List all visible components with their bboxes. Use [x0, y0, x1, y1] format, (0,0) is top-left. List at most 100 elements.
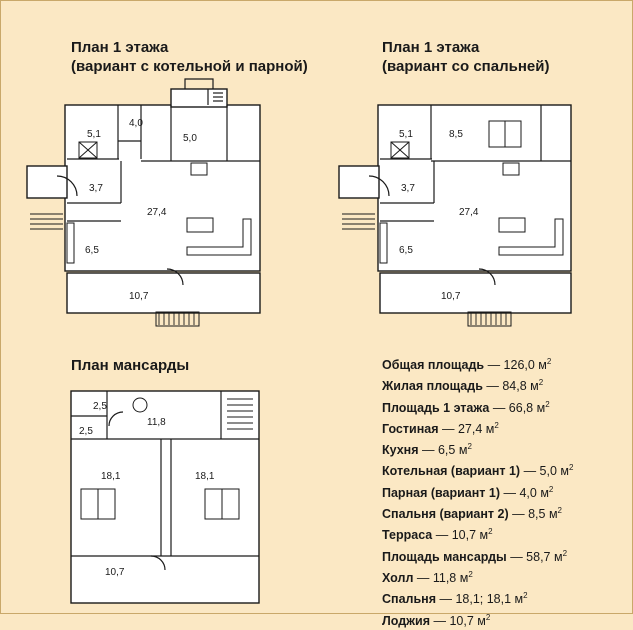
spec-separator: —	[508, 507, 529, 522]
attic-floorplan: 2,5 2,5 11,8 18,1 18,1 10,7	[70, 390, 260, 604]
plan2-room-terrace: 10,7	[441, 291, 461, 302]
plan1-title: План 1 этажа (вариант с котельной и парн…	[71, 38, 308, 76]
spec-value: 10,7 м	[451, 528, 489, 543]
plan1-left-bump	[26, 165, 68, 199]
attic-title: План мансарды	[71, 357, 190, 374]
spec-separator: —	[482, 379, 503, 394]
spec-unit-sup: 2	[538, 378, 544, 388]
plan2-stove-icon	[502, 162, 520, 176]
attic-plant-icon	[132, 397, 148, 413]
attic-room-bedroom-left: 18,1	[101, 471, 121, 482]
spec-value: 84,8 м	[502, 379, 539, 394]
plan2-terrace	[379, 272, 572, 314]
spec-separator: —	[506, 549, 527, 564]
spec-value: 10,7 м	[449, 613, 486, 628]
plan1-room-kitchen: 6,5	[85, 245, 99, 256]
spec-name: Гостиная	[382, 421, 439, 436]
plan2-room-bedroom: 8,5	[449, 129, 463, 140]
spec-unit-sup: 2	[545, 399, 550, 409]
spec-name: Площадь мансарды	[382, 549, 507, 564]
spec-separator: —	[418, 443, 438, 458]
spec-unit-sup: 2	[546, 357, 552, 366]
attic-room-bath1: 2,5	[93, 401, 107, 412]
spec-name: Холл	[382, 570, 414, 585]
attic-room-bath2: 2,5	[79, 426, 93, 437]
spec-separator: —	[436, 592, 456, 607]
spec-value: 8,5 м	[528, 507, 558, 522]
spec-value: 4,0 м	[519, 485, 549, 500]
plan1-title-line1: План 1 этажа	[71, 39, 169, 56]
spec-unit-sup: 2	[494, 420, 499, 430]
spec-name: Общая площадь	[382, 358, 485, 372]
spec-row: Спальня — 18,1; 18,1 м2	[382, 587, 622, 608]
plan2-title: План 1 этажа (вариант со спальней)	[382, 38, 549, 76]
plan1-room-sauna: 4,0	[129, 118, 143, 129]
plan1-room-wc: 5,1	[87, 129, 101, 140]
plan2-steps	[467, 311, 512, 327]
plan1-sofa-icon	[186, 218, 252, 256]
spec-name: Площадь 1 этажа	[382, 400, 490, 415]
spec-row: Терраса — 10,7 м2	[382, 523, 622, 544]
spec-row: Котельная (вариант 1) — 5,0 м2	[382, 459, 622, 480]
spec-row: Общая площадь — 126,0 м2	[382, 353, 622, 374]
spec-row: Жилая площадь — 84,8 м2	[382, 374, 622, 395]
plan1-kitchen-counter	[66, 222, 75, 264]
spec-name: Жилая площадь	[382, 379, 483, 394]
attic-room-loggia: 10,7	[105, 567, 125, 578]
plan1-room-living: 27,4	[147, 207, 167, 218]
spec-row: Холл — 11,8 м2	[382, 566, 622, 587]
plan1-terrace	[66, 272, 261, 314]
spec-name: Котельная (вариант 1)	[382, 464, 521, 479]
spec-separator: —	[484, 358, 504, 372]
plan2-room-kitchen: 6,5	[399, 245, 413, 256]
plan1-outline	[64, 104, 261, 272]
spec-separator: —	[413, 570, 433, 585]
spec-unit-sup: 2	[562, 548, 568, 558]
plan2-outline	[377, 104, 572, 272]
spec-value: 27,4 м	[457, 421, 495, 436]
spec-row: Площадь 1 этажа — 66,8 м2	[382, 396, 622, 417]
spec-unit-sup: 2	[488, 527, 493, 537]
spec-separator: —	[430, 613, 450, 628]
plan2-left-bump	[338, 165, 380, 199]
spec-value: 5,0 м	[539, 464, 569, 479]
plan1-room-boiler: 5,0	[183, 133, 197, 144]
plan2-title-line2: (вариант со спальней)	[382, 58, 550, 75]
spec-row: Лоджия — 10,7 м2	[382, 609, 622, 630]
spec-row: Кухня — 6,5 м2	[382, 438, 622, 459]
spec-unit-sup: 2	[569, 463, 574, 473]
plan1-floorplan: 5,1 4,0 5,0 3,7 27,4 6,5 10,7	[26, 78, 261, 327]
spec-name: Спальня (вариант 2)	[382, 507, 509, 522]
spec-name: Спальня	[382, 592, 436, 607]
spec-separator: —	[438, 421, 458, 436]
attic-room-hall: 11,8	[147, 417, 166, 428]
spec-value: 58,7 м	[526, 549, 563, 564]
spec-row: Гостиная — 27,4 м2	[382, 417, 622, 438]
spec-separator: —	[520, 464, 540, 479]
spec-separator: —	[432, 528, 452, 543]
spec-row: Спальня (вариант 2) — 8,5 м2	[382, 502, 622, 523]
spec-separator: —	[489, 400, 509, 415]
plan1-room-hall: 3,7	[89, 183, 103, 194]
plan2-kitchen-counter	[379, 222, 388, 264]
plan2-sofa-icon	[498, 218, 564, 256]
spec-name: Кухня	[382, 443, 419, 458]
spec-unit-sup: 2	[523, 591, 528, 601]
spec-unit-sup: 2	[468, 569, 473, 579]
plan1-table-icon	[186, 217, 214, 233]
spec-value: 66,8 м	[508, 400, 546, 415]
plan1-room-terrace: 10,7	[129, 291, 149, 302]
spec-value: 18,1; 18,1 м	[455, 592, 524, 607]
spec-separator: —	[500, 485, 520, 500]
spec-name: Лоджия	[382, 613, 431, 628]
spec-unit-sup: 2	[557, 506, 562, 516]
plan2-title-line1: План 1 этажа	[382, 39, 480, 56]
plan1-title-line2: (вариант с котельной и парной)	[71, 58, 308, 75]
spec-name: Терраса	[382, 528, 433, 543]
spec-value: 6,5 м	[437, 443, 468, 458]
plan2-floorplan: 5,1 8,5 3,7 27,4 6,5 10,7	[338, 104, 572, 327]
spec-row: Парная (вариант 1) — 4,0 м2	[382, 481, 622, 502]
attic-room-bedroom-right: 18,1	[195, 471, 215, 482]
